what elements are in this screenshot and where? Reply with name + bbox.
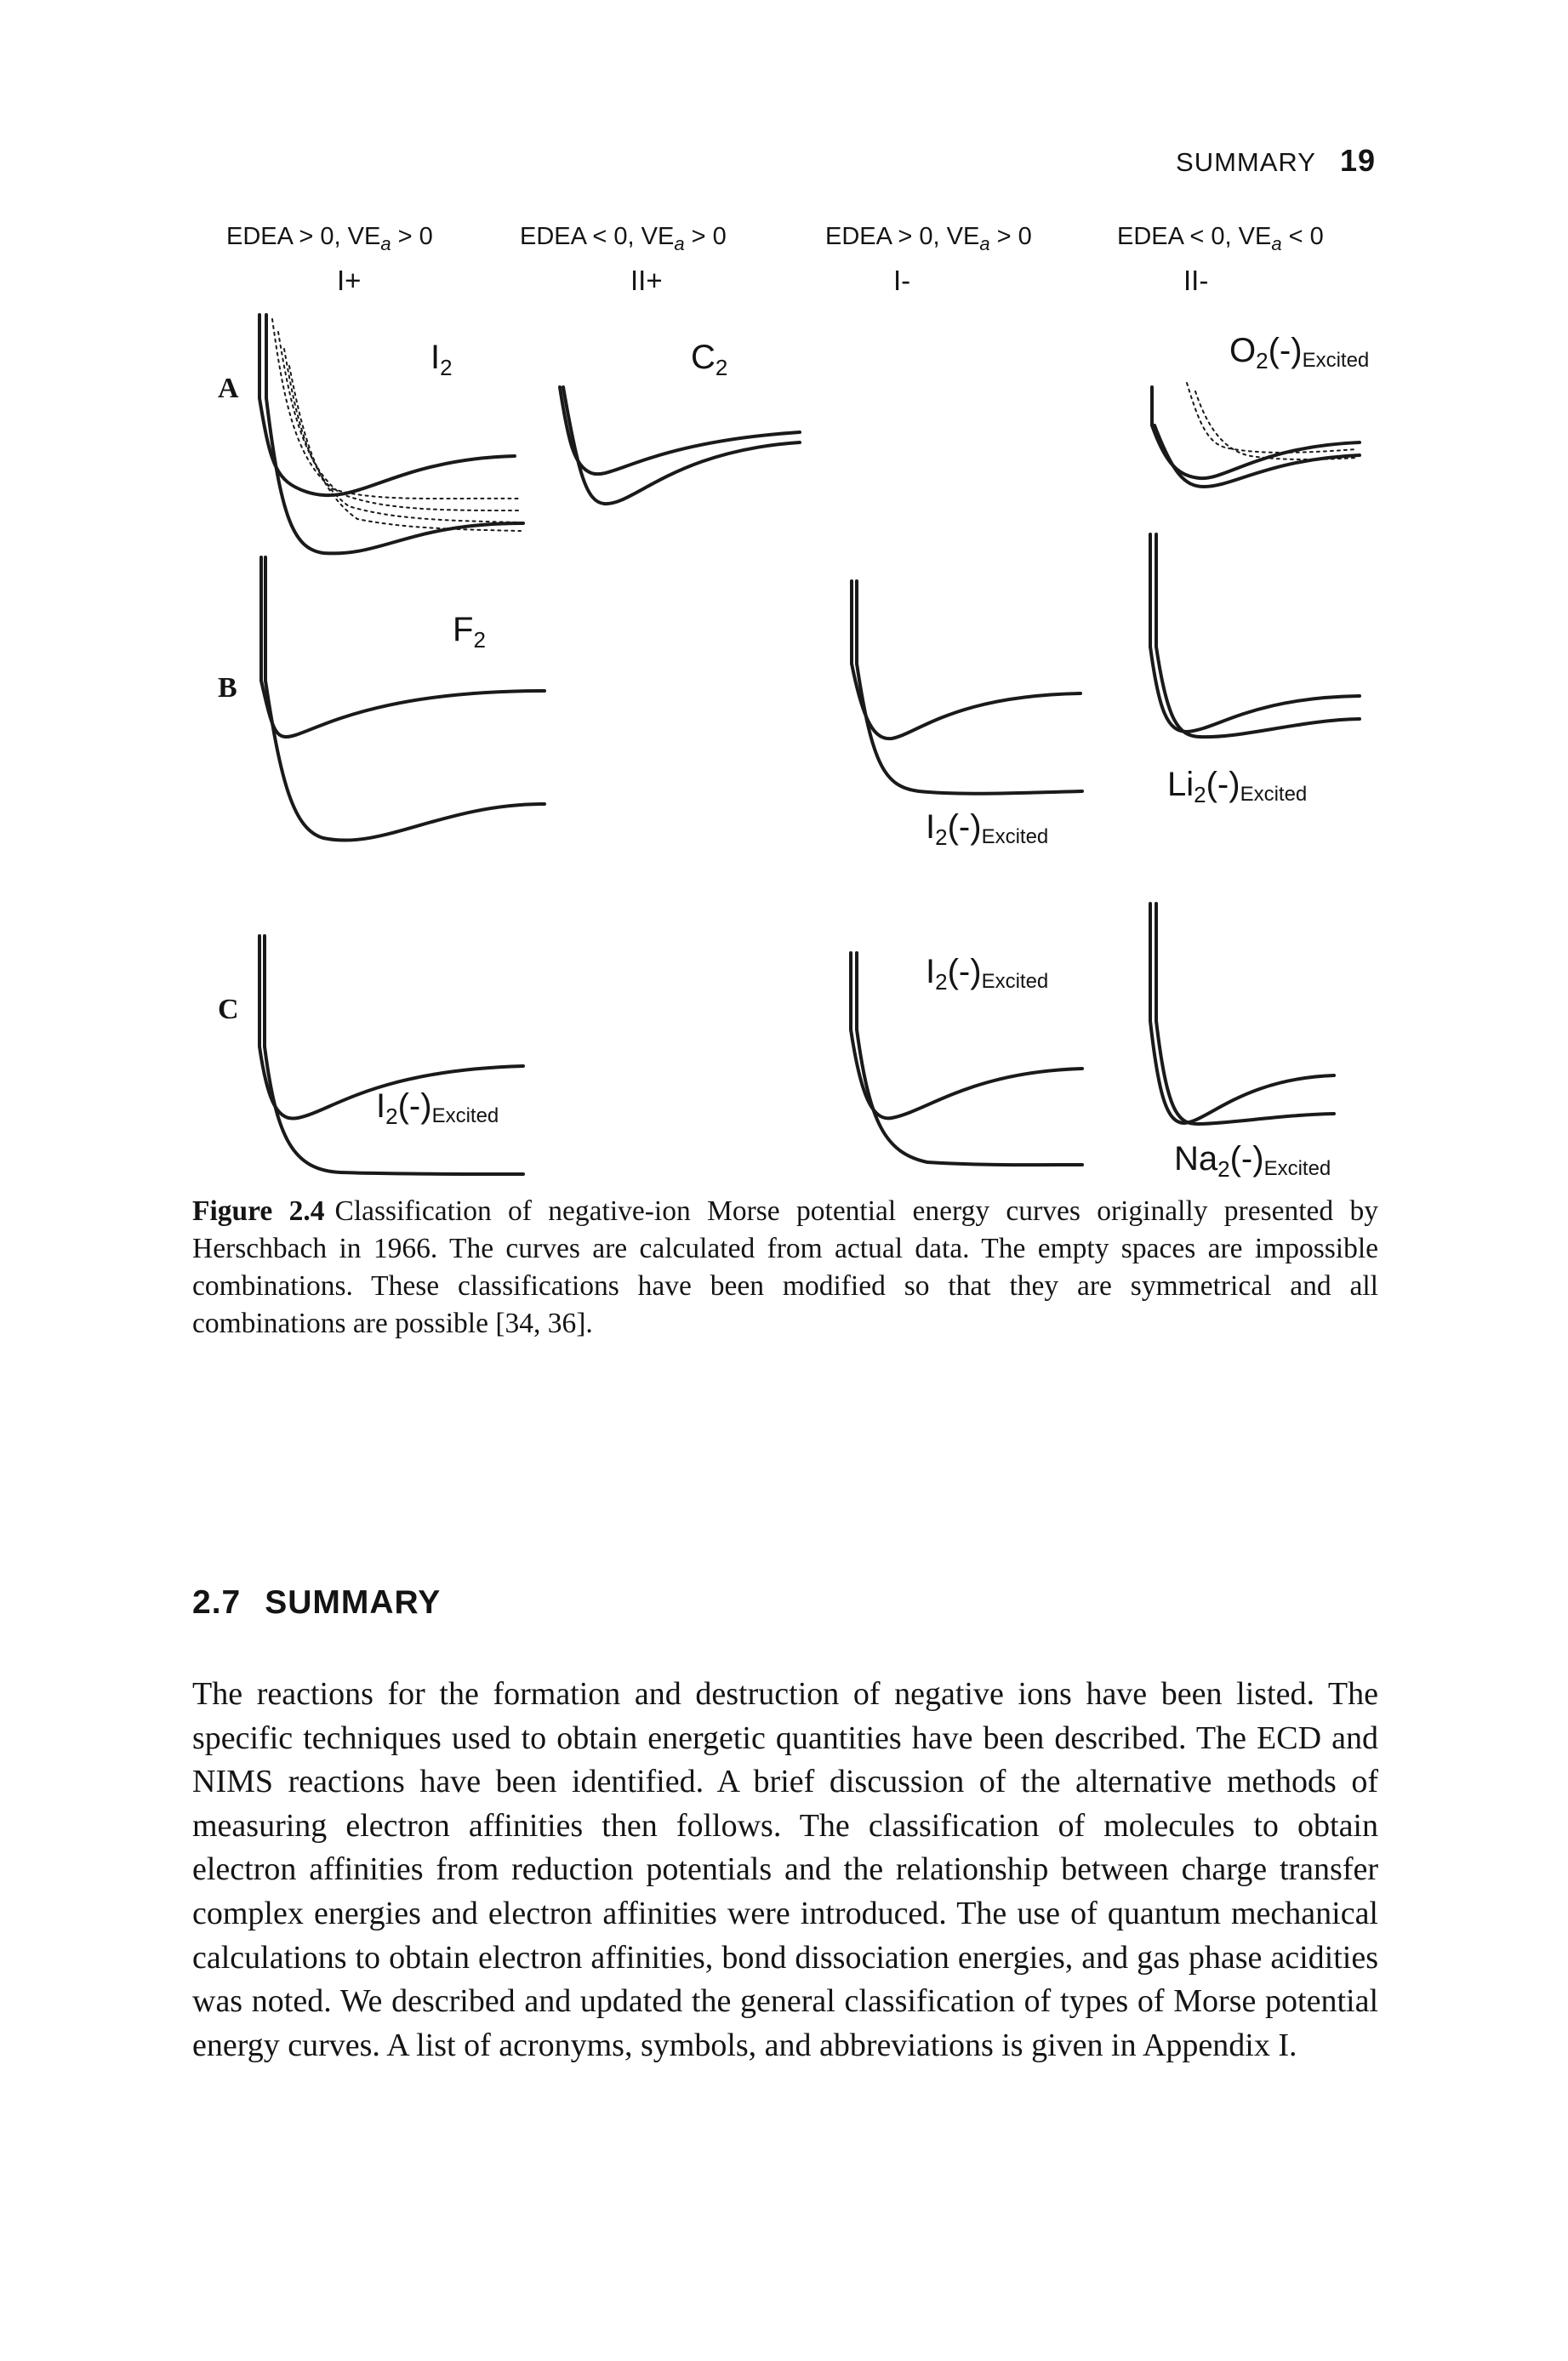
column-header-3: EDEA > 0, VEa > 0 I- xyxy=(825,223,1115,297)
column-class: II- xyxy=(1183,265,1209,296)
morse-curve-lower xyxy=(1153,424,1361,489)
curve-group-c4 xyxy=(1149,902,1336,1126)
morse-curve-lower xyxy=(263,1045,525,1176)
curve-group-a4 xyxy=(1150,382,1361,489)
dotted-curve xyxy=(288,365,522,532)
molecule-label: I2(-)Excited xyxy=(926,953,1049,995)
column-class: I- xyxy=(893,265,911,296)
dotted-curve xyxy=(283,348,522,523)
dotted-curve xyxy=(271,318,520,500)
column-class: II+ xyxy=(630,265,663,296)
morse-curve-lower xyxy=(855,662,1084,796)
morse-curve-lower xyxy=(265,396,525,556)
curve-group-b4 xyxy=(1149,533,1361,739)
curve-group-c3 xyxy=(849,951,1084,1167)
column-condition: EDEA > 0, VEa > 0 xyxy=(825,223,1032,254)
curve-group-c1 xyxy=(258,934,525,1176)
figure-label: Figure 2.4 xyxy=(192,1195,325,1227)
curve-group-b3 xyxy=(850,579,1084,796)
dotted-curve xyxy=(1195,391,1358,460)
molecule-label: I2(-)Excited xyxy=(376,1087,499,1129)
row-label-c: C xyxy=(218,994,239,1025)
molecule-label: Na2(-)Excited xyxy=(1174,1140,1331,1182)
column-condition: EDEA > 0, VEa > 0 xyxy=(226,223,433,254)
molecule-label: Li2(-)Excited xyxy=(1167,766,1308,807)
morse-curve-lower xyxy=(264,679,546,842)
molecule-label: F2 xyxy=(453,611,486,653)
morse-curve-upper xyxy=(258,396,516,498)
morse-curve-lower xyxy=(1155,645,1361,739)
curve-group-b1 xyxy=(259,556,546,842)
caption-text: Classification of negative-ion Morse pot… xyxy=(192,1195,1378,1339)
morse-curve-lower xyxy=(1155,1019,1336,1126)
morse-curve-upper xyxy=(1149,1019,1336,1126)
curve-group-a2 xyxy=(558,385,801,506)
page-number: 19 xyxy=(1339,143,1376,178)
column-header-1: EDEA > 0, VEa > 0 I+ xyxy=(226,223,516,297)
morse-curve-upper xyxy=(259,679,546,739)
morse-curve-lower xyxy=(855,1028,1084,1167)
column-header-4: EDEA < 0, VEa < 0 II- xyxy=(1117,223,1406,297)
morse-curve-upper xyxy=(849,1028,1084,1121)
section-heading: 2.7 SUMMARY xyxy=(192,1584,441,1622)
morse-curve-lower xyxy=(562,385,801,506)
section-title: SUMMARY xyxy=(265,1584,442,1621)
section-number: 2.7 xyxy=(192,1584,242,1621)
morse-curve-upper xyxy=(1149,645,1361,734)
column-class: I+ xyxy=(337,265,362,296)
dotted-curve xyxy=(1186,382,1358,453)
column-condition: EDEA < 0, VEa > 0 xyxy=(520,223,727,254)
morse-curve-upper xyxy=(258,1045,525,1121)
column-header-2: EDEA < 0, VEa > 0 II+ xyxy=(520,223,809,297)
row-label-b: B xyxy=(218,672,237,704)
molecule-label: I2 xyxy=(430,339,453,380)
morse-curves-figure xyxy=(258,313,1361,1176)
row-label-a: A xyxy=(218,373,239,404)
molecule-label: O2(-)Excited xyxy=(1229,332,1370,374)
curve-group-a1 xyxy=(258,313,525,556)
column-condition: EDEA < 0, VEa < 0 xyxy=(1117,223,1324,254)
morse-curve-upper xyxy=(850,662,1082,741)
dotted-curve xyxy=(277,331,522,511)
running-head: SUMMARY 19 xyxy=(1176,143,1376,179)
body-paragraph: The reactions for the formation and dest… xyxy=(192,1676,1378,2063)
molecule-label: C2 xyxy=(691,339,728,380)
molecule-label: I2(-)Excited xyxy=(926,808,1049,850)
morse-curve-upper xyxy=(558,385,801,476)
running-title: SUMMARY xyxy=(1176,147,1316,177)
